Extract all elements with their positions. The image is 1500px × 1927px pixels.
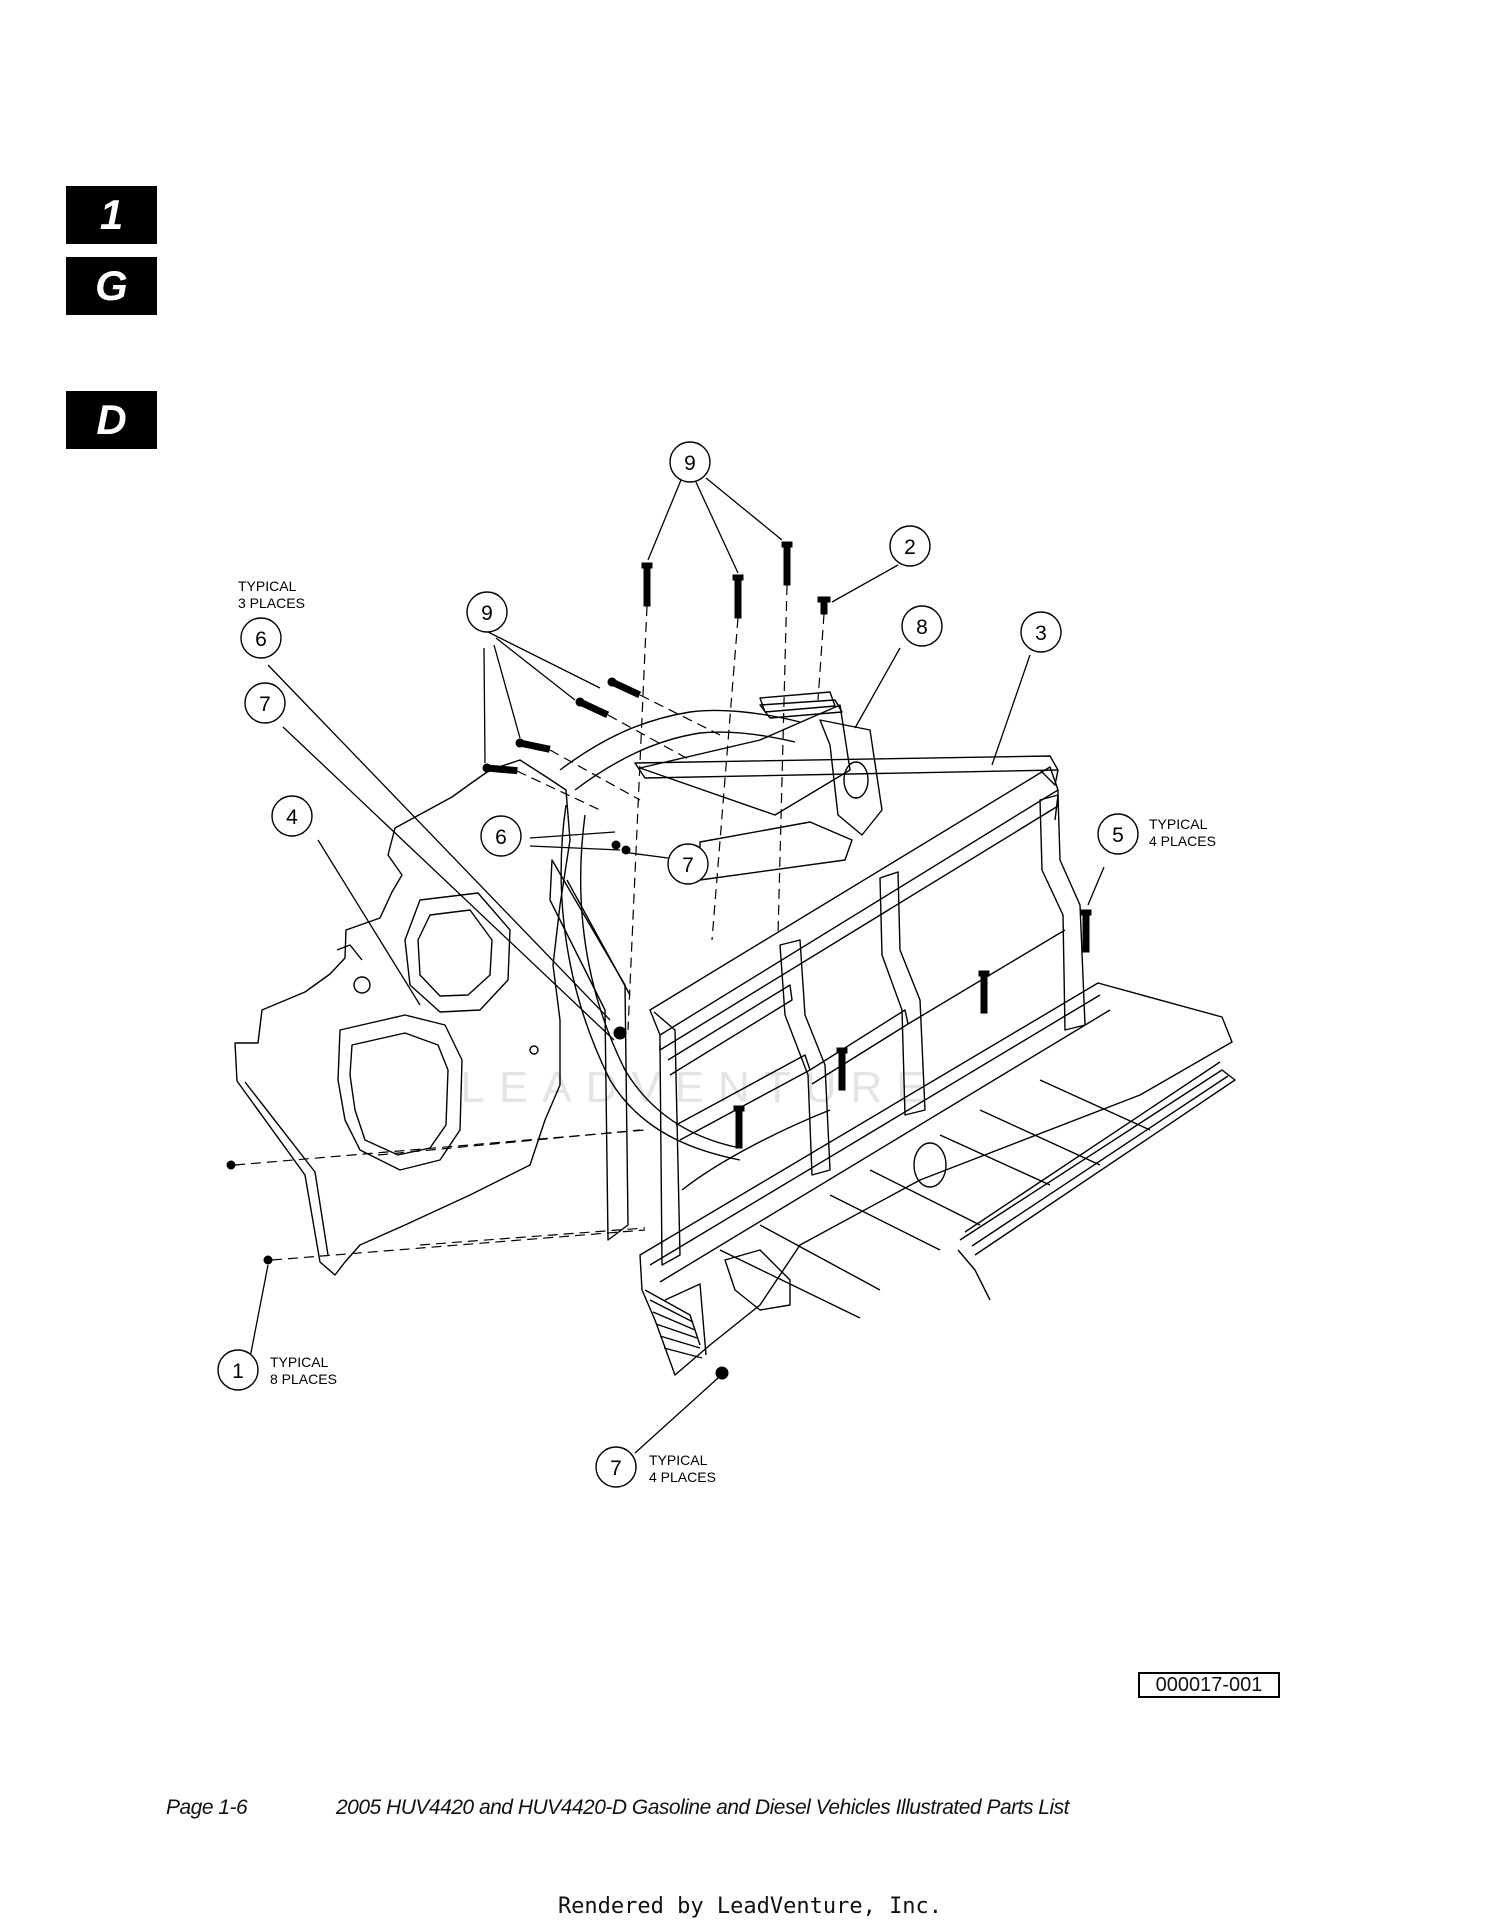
floor-pan xyxy=(639,982,1233,1376)
note-typical-4a-line2: 4 PLACES xyxy=(1149,833,1216,849)
svg-text:5: 5 xyxy=(1112,824,1124,847)
leader-lines xyxy=(247,477,1105,1454)
callout-6-mid: 6 xyxy=(480,815,522,857)
svg-text:8: 8 xyxy=(916,616,928,639)
bolt-item1-b xyxy=(263,1255,273,1265)
bulkhead-panel xyxy=(234,759,571,1276)
svg-text:9: 9 xyxy=(684,452,696,475)
bulkhead-opening-upper xyxy=(404,892,511,1013)
svg-text:2: 2 xyxy=(904,536,916,559)
note-typical-4a-line1: TYPICAL xyxy=(1149,816,1208,832)
frame-drawing xyxy=(234,691,1236,1376)
bulkhead-opening-lower xyxy=(337,1014,463,1171)
callout-9-left: 9 xyxy=(466,591,508,633)
bolt-item5-b xyxy=(980,974,988,1014)
nut-item7-bottom xyxy=(715,1366,729,1380)
post-2 xyxy=(653,1011,681,1266)
bolt-item9-c xyxy=(783,544,791,586)
svg-text:7: 7 xyxy=(610,1457,622,1480)
note-typical-8-line1: TYPICAL xyxy=(270,1354,329,1370)
assembly-lines xyxy=(234,584,825,1261)
main-cross-beam xyxy=(649,766,1059,1036)
note-typical-4b-line1: TYPICAL xyxy=(649,1452,708,1468)
svg-text:7: 7 xyxy=(259,693,271,716)
callout-7-mid: 7 xyxy=(667,843,709,885)
callout-5: 5 xyxy=(1097,813,1139,855)
svg-text:7: 7 xyxy=(682,854,694,877)
floor-bracket xyxy=(724,1249,791,1311)
bolt-item5-d xyxy=(735,1109,743,1149)
callout-4: 4 xyxy=(271,795,313,837)
note-typical-4b-line2: 4 PLACES xyxy=(649,1469,716,1485)
note-typical-3-line2: 3 PLACES xyxy=(238,595,305,611)
section-tab-1: 1 xyxy=(66,186,157,244)
callout-7-top: 7 xyxy=(244,682,286,724)
callout-8: 8 xyxy=(901,605,943,647)
callout-2: 2 xyxy=(889,525,931,567)
callout-6-top: 6 xyxy=(240,617,282,659)
bolt-item1-a xyxy=(226,1160,236,1170)
watermark-text: LEADVENTURE xyxy=(460,1063,939,1112)
bolt-item9-a xyxy=(643,565,651,607)
svg-text:6: 6 xyxy=(255,628,267,651)
callout-1: 1 xyxy=(217,1349,259,1391)
callout-9-top: 9 xyxy=(669,441,711,483)
rendered-by-credit: Rendered by LeadVenture, Inc. xyxy=(557,1894,943,1919)
bolt-item5-a xyxy=(1082,913,1090,953)
nut-item7-a xyxy=(613,1026,627,1040)
callout-3: 3 xyxy=(1020,611,1062,653)
wedge-bracket xyxy=(639,704,851,816)
post-4 xyxy=(879,871,926,1116)
note-typical-3-line1: TYPICAL xyxy=(238,578,297,594)
side-sill xyxy=(959,1069,1236,1256)
svg-text:4: 4 xyxy=(286,806,298,829)
bolts xyxy=(226,541,1092,1380)
svg-text:6: 6 xyxy=(495,826,507,849)
svg-text:3: 3 xyxy=(1035,622,1047,645)
lower-wedge-plate xyxy=(699,821,853,881)
svg-text:1: 1 xyxy=(232,1360,244,1383)
drawing-number: 000017-001 xyxy=(1138,1672,1280,1698)
callout-7-bottom: 7 xyxy=(595,1446,637,1488)
post-3 xyxy=(779,939,831,1176)
washer-item6 xyxy=(611,840,621,850)
note-typical-8-line2: 8 PLACES xyxy=(270,1371,337,1387)
page-number: Page 1-6 xyxy=(166,1796,248,1819)
bolt-item5-c xyxy=(838,1051,846,1091)
svg-text:9: 9 xyxy=(481,602,493,625)
bolt-item9-b xyxy=(734,577,742,619)
section-tab-g: G xyxy=(66,257,157,315)
section-tab-d: D xyxy=(66,391,157,449)
document-title: 2005 HUV4420 and HUV4420-D Gasoline and … xyxy=(336,1796,1069,1819)
